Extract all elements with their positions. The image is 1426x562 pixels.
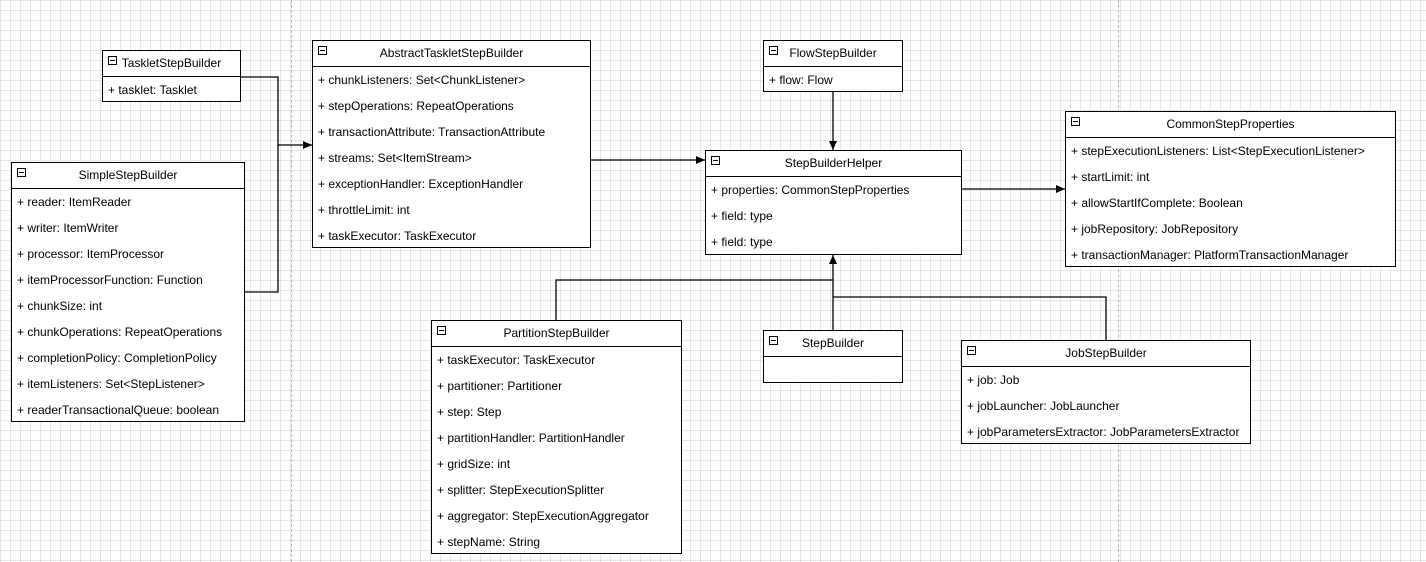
class-attribute[interactable]: + allowStartIfComplete: Boolean — [1071, 196, 1243, 210]
class-attribute[interactable]: + stepExecutionListeners: List<StepExecu… — [1071, 144, 1365, 158]
class-name: PartitionStepBuilder — [503, 326, 610, 340]
class-attribute[interactable]: + transactionAttribute: TransactionAttri… — [318, 125, 546, 139]
class-simple-step-builder[interactable]: SimpleStepBuilder + reader: ItemReader + w… — [11, 162, 245, 422]
collapse-icon[interactable] — [108, 56, 117, 65]
page-break-line-2 — [1118, 0, 1119, 562]
class-attribute[interactable]: + taskExecutor: TaskExecutor — [437, 353, 596, 367]
class-attribute[interactable]: + partitionHandler: PartitionHandler — [437, 431, 625, 445]
class-attribute[interactable]: + tasklet: Tasklet — [108, 83, 197, 97]
class-name: CommonStepProperties — [1166, 117, 1295, 131]
class-attribute[interactable]: + itemProcessorFunction: Function — [17, 273, 203, 287]
class-attribute[interactable]: + partitioner: Partitioner — [437, 379, 563, 393]
class-name: TaskletStepBuilder — [121, 56, 222, 70]
class-attribute[interactable]: + writer: ItemWriter — [17, 221, 119, 235]
class-header[interactable]: JobStepBuilder — [962, 341, 1250, 367]
class-attribute[interactable]: + field: type — [711, 209, 773, 223]
class-header[interactable]: CommonStepProperties — [1066, 112, 1395, 138]
class-attribute[interactable]: + job: Job — [967, 373, 1020, 387]
class-attribute[interactable]: + throttleLimit: int — [318, 203, 410, 217]
class-attribute[interactable]: + reader: ItemReader — [17, 195, 132, 209]
class-partition-step-builder[interactable]: PartitionStepBuilder + taskExecutor: Task… — [431, 320, 682, 554]
class-attribute[interactable]: + transactionManager: PlatformTransactio… — [1071, 248, 1349, 262]
class-attribute[interactable]: + taskExecutor: TaskExecutor — [318, 229, 477, 243]
class-header[interactable]: TaskletStepBuilder — [103, 51, 240, 77]
connector-simple-to-abstract[interactable] — [245, 145, 279, 293]
empty-attribute-section — [764, 357, 902, 383]
class-attribute[interactable]: + jobParametersExtractor: JobParametersE… — [967, 425, 1240, 439]
class-attribute[interactable]: + stepOperations: RepeatOperations — [318, 99, 514, 113]
collapse-icon[interactable] — [967, 346, 976, 355]
collapse-icon[interactable] — [769, 46, 778, 55]
class-attribute[interactable]: + readerTransactionalQueue: boolean — [17, 403, 220, 417]
class-header[interactable]: SimpleStepBuilder — [12, 163, 244, 189]
page-break-line-1 — [291, 0, 292, 562]
class-attribute[interactable]: + chunkListeners: Set<ChunkListener> — [318, 73, 526, 87]
class-header[interactable]: StepBuilderHelper — [706, 151, 961, 177]
class-attribute[interactable]: + jobRepository: JobRepository — [1071, 222, 1239, 236]
class-attribute[interactable]: + properties: CommonStepProperties — [711, 183, 910, 197]
class-attribute[interactable]: + itemListeners: Set<StepListener> — [17, 377, 205, 391]
connector-job-to-helper[interactable] — [833, 296, 1107, 340]
class-flow-step-builder[interactable]: FlowStepBuilder + flow: Flow — [763, 40, 903, 92]
class-header[interactable]: PartitionStepBuilder — [432, 321, 681, 347]
collapse-icon[interactable] — [1071, 117, 1080, 126]
class-header[interactable]: FlowStepBuilder — [764, 41, 902, 67]
class-header[interactable]: StepBuilder — [764, 331, 902, 357]
connector-partition-to-helper[interactable] — [555, 279, 833, 320]
class-attribute[interactable]: + field: type — [711, 235, 773, 249]
collapse-icon[interactable] — [318, 46, 327, 55]
class-attribute[interactable]: + stepName: String — [437, 535, 541, 549]
class-attribute[interactable]: + gridSize: int — [437, 457, 511, 471]
class-name: AbstractTaskletStepBuilder — [379, 46, 524, 60]
class-attribute[interactable]: + streams: Set<ItemStream> — [318, 151, 472, 165]
class-step-builder-helper[interactable]: StepBuilderHelper + properties: CommonSte… — [705, 150, 962, 255]
class-attribute[interactable]: + startLimit: int — [1071, 170, 1150, 184]
collapse-icon[interactable] — [17, 168, 26, 177]
connector-tasklet-to-abstract[interactable] — [241, 76, 312, 149]
class-attribute[interactable]: + exceptionHandler: ExceptionHandler — [318, 177, 524, 191]
class-abstract-tasklet-step-builder[interactable]: AbstractTaskletStepBuilder + chunkListene… — [312, 40, 591, 248]
class-name: StepBuilder — [801, 336, 865, 350]
collapse-icon[interactable] — [769, 336, 778, 345]
class-header[interactable]: AbstractTaskletStepBuilder — [313, 41, 590, 67]
class-attribute[interactable]: + aggregator: StepExecutionAggregator — [437, 509, 649, 523]
class-job-step-builder[interactable]: JobStepBuilder + job: Job + jobLauncher: J… — [961, 340, 1251, 444]
class-step-builder[interactable]: StepBuilder — [763, 330, 903, 383]
class-attribute[interactable]: + splitter: StepExecutionSplitter — [437, 483, 605, 497]
class-name: FlowStepBuilder — [789, 46, 877, 60]
class-tasklet-step-builder[interactable]: TaskletStepBuilder + tasklet: Tasklet — [102, 50, 241, 102]
class-attribute[interactable]: + flow: Flow — [769, 73, 833, 87]
class-attribute[interactable]: + completionPolicy: CompletionPolicy — [17, 351, 217, 365]
class-attribute[interactable]: + chunkOperations: RepeatOperations — [17, 325, 223, 339]
class-name: StepBuilderHelper — [784, 156, 883, 170]
class-attribute[interactable]: + processor: ItemProcessor — [17, 247, 165, 261]
class-attribute[interactable]: + jobLauncher: JobLauncher — [967, 399, 1120, 413]
class-attribute[interactable]: + chunkSize: int — [17, 299, 103, 313]
collapse-icon[interactable] — [437, 326, 446, 335]
class-name: SimpleStepBuilder — [78, 168, 178, 182]
class-name: JobStepBuilder — [1065, 346, 1147, 360]
collapse-icon[interactable] — [711, 156, 720, 165]
class-common-step-properties[interactable]: CommonStepProperties + stepExecutionListe… — [1065, 111, 1396, 267]
class-attribute[interactable]: + step: Step — [437, 405, 502, 419]
